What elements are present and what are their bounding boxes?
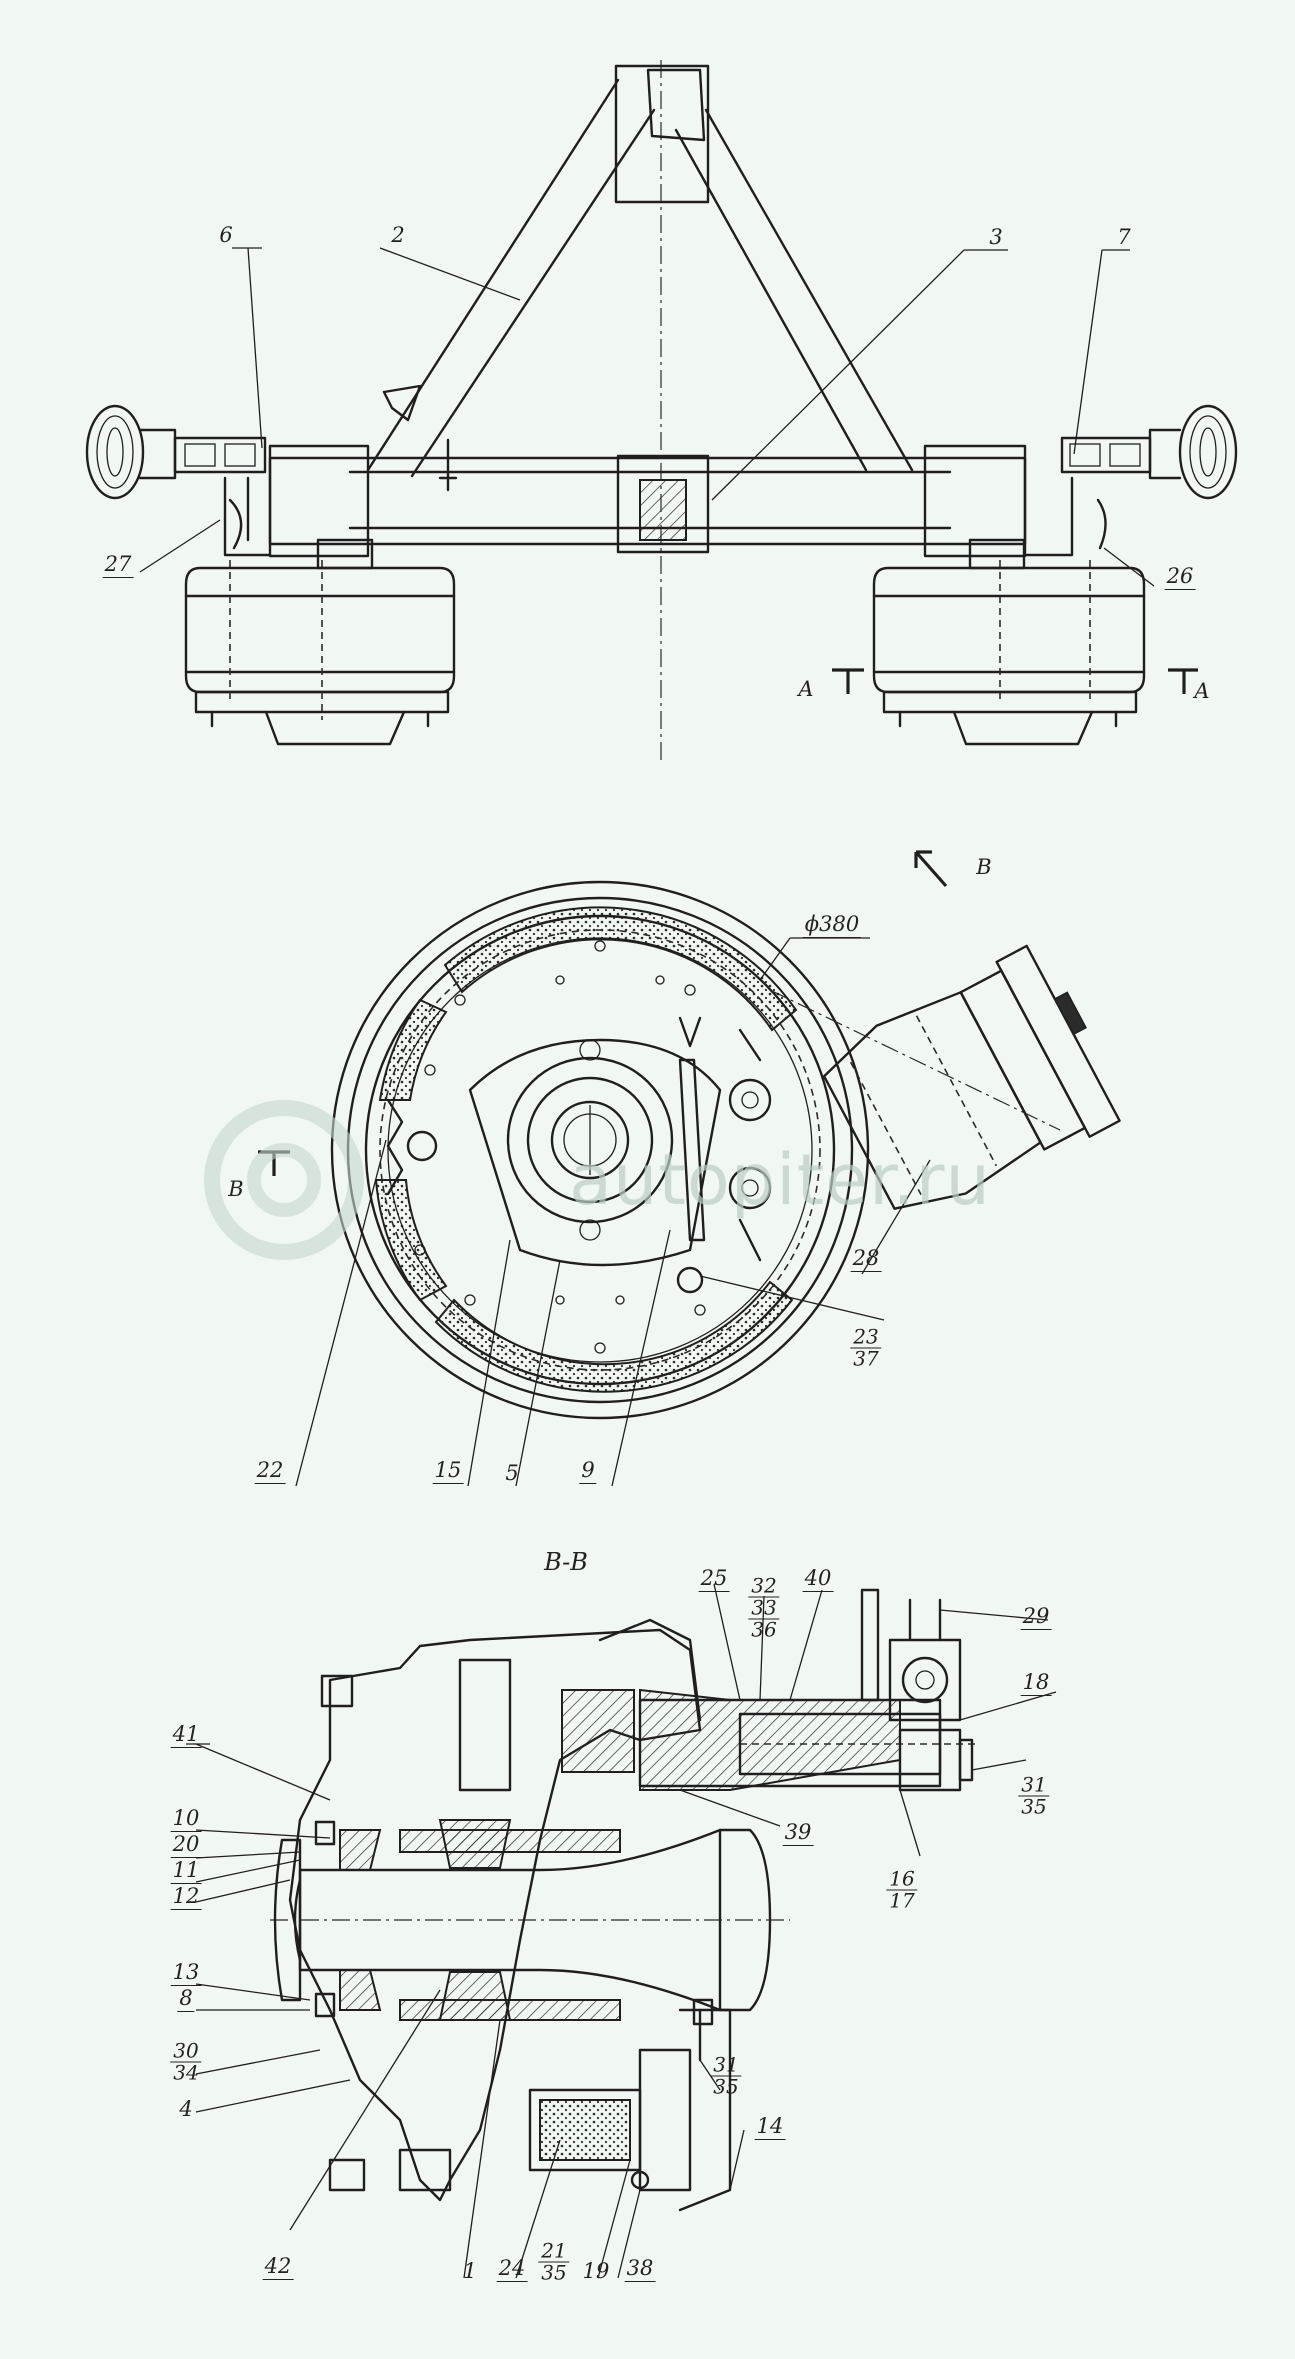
callout-17: 17 bbox=[889, 1888, 915, 1913]
return-spring bbox=[386, 1098, 404, 1196]
callout-32-33-36: 32 33 36 bbox=[748, 1575, 780, 1642]
callout-30-34: 30 34 bbox=[170, 2040, 202, 2085]
brake-lining-lower bbox=[434, 1280, 794, 1393]
callout-5: 5 bbox=[505, 1461, 519, 1485]
callout-16: 16 bbox=[886, 1868, 918, 1891]
callout-1: 1 bbox=[463, 2259, 477, 2283]
callout-13: 13 bbox=[170, 1960, 202, 1986]
callout-12: 12 bbox=[170, 1884, 202, 1910]
diameter-dimension: ϕ380 bbox=[802, 912, 862, 938]
right-slack-adjuster bbox=[1060, 436, 1152, 474]
brake-lining-upper bbox=[443, 906, 798, 1032]
callout-31-35-bottom: 31 35 bbox=[710, 2054, 742, 2099]
callout-11: 11 bbox=[170, 1858, 202, 1884]
slack-adjuster bbox=[888, 1638, 962, 1722]
brake-chamber bbox=[822, 944, 1121, 1210]
drum-flange bbox=[458, 1658, 512, 1792]
callout-34: 34 bbox=[173, 2060, 199, 2085]
left-brake-drum bbox=[184, 566, 456, 694]
callout-19: 19 bbox=[582, 2259, 610, 2283]
section-mark-b-left: B bbox=[228, 1177, 244, 1201]
pivot-mount-block bbox=[614, 64, 710, 204]
callout-31-lower: 31 bbox=[710, 2054, 742, 2077]
callout-37: 37 bbox=[853, 1346, 879, 1371]
callout-16-17: 16 17 bbox=[886, 1868, 918, 1913]
callout-29: 29 bbox=[1020, 1604, 1052, 1630]
callout-35-lower: 35 bbox=[713, 2074, 739, 2099]
callout-2: 2 bbox=[391, 223, 405, 247]
callout-3: 3 bbox=[989, 225, 1003, 249]
center-clamp bbox=[616, 454, 710, 554]
brake-housing bbox=[288, 1628, 702, 2202]
section-title: B-B bbox=[544, 1548, 588, 1576]
callout-14: 14 bbox=[754, 2114, 786, 2140]
watermark-logo bbox=[204, 1100, 364, 1260]
callout-31: 31 bbox=[1018, 1774, 1050, 1797]
a-frame-right-arm bbox=[704, 108, 914, 472]
callout-35-sub: 35 bbox=[541, 2260, 567, 2285]
brake-drum-outer bbox=[330, 880, 870, 1420]
view-mark-b: B bbox=[976, 855, 992, 879]
callout-41: 41 bbox=[170, 1722, 202, 1748]
callout-27: 27 bbox=[102, 552, 134, 578]
callout-26: 26 bbox=[1164, 564, 1196, 590]
push-rod bbox=[860, 1588, 880, 1702]
callout-31-35-top: 31 35 bbox=[1018, 1774, 1050, 1819]
left-slack-adjuster bbox=[173, 436, 267, 474]
bolt-holes bbox=[414, 940, 706, 1354]
inner-bearing bbox=[438, 1819, 512, 1869]
callout-23-37: 23 37 bbox=[850, 1326, 882, 1371]
callout-4: 4 bbox=[179, 2097, 193, 2121]
outer-bearing bbox=[339, 1829, 382, 1871]
a-frame-left-arm bbox=[366, 78, 620, 472]
axle-top-view bbox=[85, 60, 1238, 760]
callout-25: 25 bbox=[698, 1566, 730, 1592]
callout-21-35: 21 35 bbox=[538, 2240, 570, 2285]
callout-21: 21 bbox=[538, 2240, 570, 2263]
right-brake-chamber bbox=[1178, 404, 1238, 500]
callout-9: 9 bbox=[579, 1458, 597, 1484]
callout-24: 24 bbox=[496, 2256, 528, 2282]
callout-6: 6 bbox=[219, 223, 233, 247]
callout-7: 7 bbox=[1117, 225, 1131, 249]
callout-36: 36 bbox=[751, 1617, 777, 1642]
callout-35: 35 bbox=[1021, 1794, 1047, 1819]
callout-39: 39 bbox=[782, 1820, 814, 1846]
right-brake-drum bbox=[872, 566, 1146, 694]
callout-32: 32 bbox=[748, 1575, 780, 1598]
brake-side-view bbox=[258, 850, 1121, 1487]
callout-22: 22 bbox=[254, 1458, 286, 1484]
callout-30: 30 bbox=[170, 2040, 202, 2063]
callout-10: 10 bbox=[170, 1806, 202, 1832]
callout-40: 40 bbox=[802, 1566, 834, 1592]
callout-15: 15 bbox=[432, 1458, 464, 1484]
callout-28: 28 bbox=[850, 1246, 882, 1272]
callout-8: 8 bbox=[177, 1986, 195, 2012]
callout-20: 20 bbox=[170, 1832, 202, 1858]
callout-18: 18 bbox=[1020, 1670, 1052, 1696]
watermark-text: autopiter.ru bbox=[569, 1139, 991, 1221]
left-brake-chamber bbox=[85, 404, 145, 500]
section-mark-a-right: A bbox=[1194, 679, 1210, 703]
wheel-hub bbox=[506, 1056, 674, 1224]
expander-cam bbox=[728, 1078, 772, 1122]
callout-42: 42 bbox=[262, 2254, 294, 2280]
callout-38: 38 bbox=[624, 2256, 656, 2282]
cam-support bbox=[638, 2048, 692, 2192]
callout-33: 33 bbox=[748, 1597, 780, 1620]
callout-23: 23 bbox=[850, 1326, 882, 1349]
section-mark-a-left: A bbox=[798, 677, 814, 701]
right-hub-housing bbox=[923, 444, 1027, 558]
section-b-b bbox=[186, 1583, 1057, 2279]
